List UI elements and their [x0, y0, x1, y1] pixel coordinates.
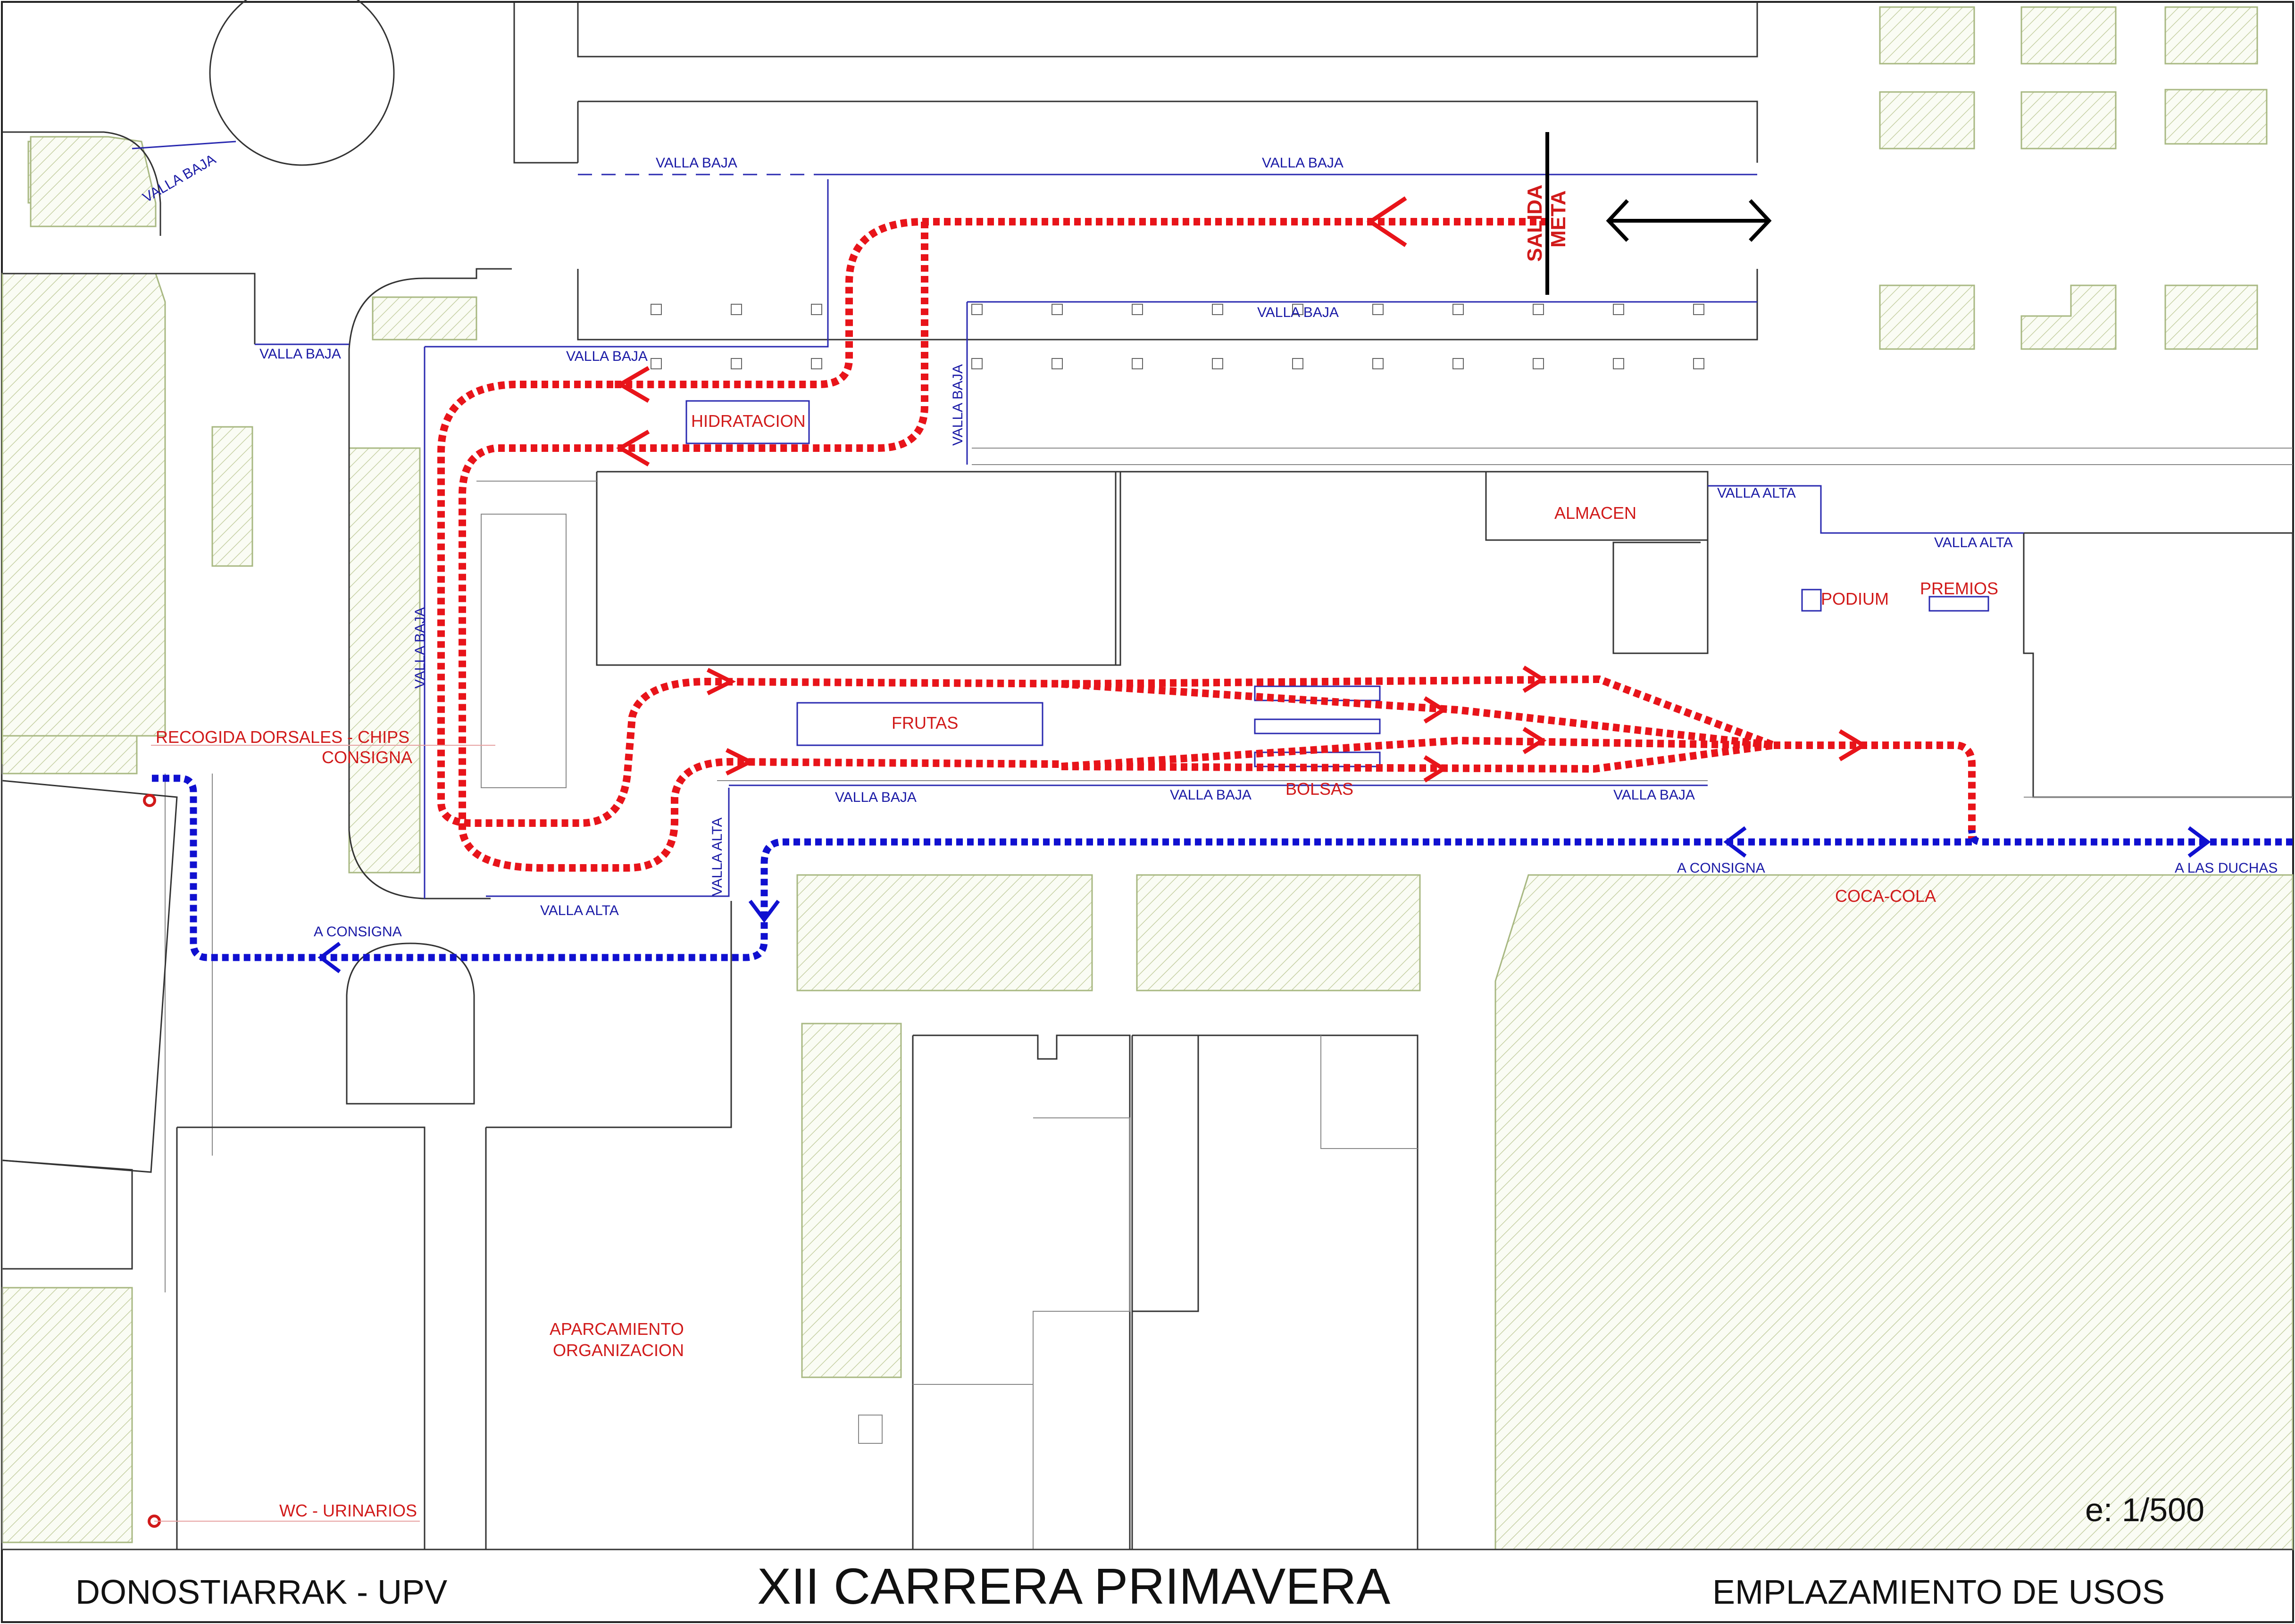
podium-label: PODIUM [1821, 589, 1889, 608]
almacen-label: ALMACEN [1554, 503, 1636, 523]
aparcamiento-label: ORGANIZACION [553, 1341, 684, 1360]
valla-baja-label: VALLA BAJA [1262, 155, 1344, 171]
coca-cola-label: COCA-COLA [1835, 886, 1936, 906]
valla-baja-label: VALLA BAJA [259, 346, 341, 362]
use-boxes [685, 400, 1989, 767]
valla-alta-label: VALLA ALTA [1934, 535, 2013, 550]
consigna-label: CONSIGNA [322, 748, 412, 767]
valla-baja-label: VALLA BAJA [412, 607, 428, 689]
recogida-dorsales-label: RECOGIDA DORSALES - CHIPS [156, 727, 409, 747]
a-consigna-label: A CONSIGNA [314, 924, 402, 940]
aparcamiento-label: APARCAMIENTO [550, 1319, 684, 1339]
valla-baja-label: VALLA BAJA [566, 349, 648, 364]
valla-baja-label: VALLA BAJA [1257, 305, 1339, 320]
valla-baja-label: VALLA BAJA [656, 155, 737, 171]
valla-alta-label: VALLA ALTA [540, 903, 619, 918]
meta-label: META [1547, 191, 1570, 248]
map-subtitle: EMPLAZAMIENTO DE USOS [1712, 1574, 2165, 1611]
valla-alta-label: VALLA ALTA [709, 817, 725, 896]
bolsas-label: BOLSAS [1285, 779, 1353, 799]
consigna-route [151, 775, 2293, 974]
location-markers [143, 745, 495, 1528]
scale-label: e: 1/500 [2085, 1491, 2204, 1528]
green-areas [1, 6, 2294, 1550]
runner-route [437, 196, 1976, 872]
frutas-label: FRUTAS [892, 713, 958, 733]
base-linework [2, 0, 2294, 1550]
a-las-duchas-label: A LAS DUCHAS [2175, 860, 2278, 876]
valla-baja-label: VALLA BAJA [140, 151, 218, 206]
premios-label: PREMIOS [1920, 579, 1998, 598]
start-finish [1545, 132, 1772, 295]
fences [132, 141, 2024, 899]
valla-baja-label: VALLA BAJA [1170, 787, 1252, 803]
hidratacion-label: HIDRATACION [691, 411, 806, 431]
a-consigna-label: A CONSIGNA [1677, 860, 1765, 876]
map-title: XII CARRERA PRIMAVERA [757, 1557, 1390, 1615]
wc-label: WC - URINARIOS [279, 1501, 417, 1520]
organizer-label: DONOSTIARRAK - UPV [75, 1574, 447, 1611]
valla-baja-label: VALLA BAJA [1613, 787, 1695, 803]
valla-baja-label: VALLA BAJA [835, 790, 917, 805]
valla-alta-label: VALLA ALTA [1717, 485, 1796, 501]
posts [651, 304, 1704, 369]
salida-label: SALIDA [1523, 184, 1546, 262]
valla-baja-label: VALLA BAJA [950, 364, 966, 446]
use-labels: SALIDA META HIDRATACION FRUTAS BOLSAS AL… [156, 184, 1998, 1520]
title-block: e: 1/500 DONOSTIARRAK - UPV XII CARRERA … [75, 1491, 2204, 1615]
